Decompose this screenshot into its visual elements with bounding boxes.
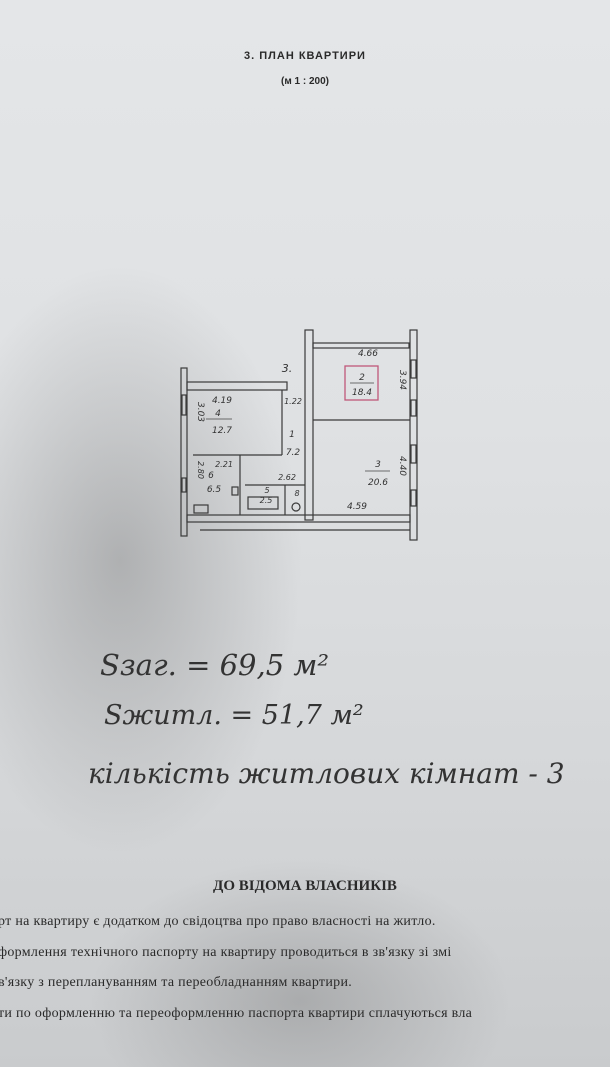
room4-length: 3.03 [195,402,205,422]
room6-area: 6.5 [207,485,222,495]
room6-width: 2.21 [215,460,233,469]
rooms-count: кількість житлових кімнат - 3 [88,757,565,790]
room5-number: 5 [264,486,269,495]
room2-area: 18.4 [352,388,372,398]
notice-title: ДО ВІДОМА ВЛАСНИКІВ [213,878,397,894]
room2-number: 2 [359,373,365,383]
room1-width: 1.22 [284,397,302,406]
room2-width: 4.66 [358,349,378,359]
room1-area: 7.2 [286,448,301,458]
label-3: 3. [282,362,293,375]
notice-line: в'язку з переплануванням та переобладнан… [0,975,353,990]
room6-number: 6 [208,471,214,481]
room6-length: 2.80 [196,461,205,479]
walls [180,329,418,541]
room3-number: 3 [375,460,381,470]
total-area: Sзаг. = 69,5 м² [100,648,330,682]
living-area: Sжитл. = 51,7 м² [104,700,364,731]
notice-line: рт на квартиру є додатком до свідоцтва п… [0,914,436,929]
room1-number: 1 [289,430,295,440]
room3-width: 4.59 [347,502,367,512]
room4-area: 12.7 [212,426,232,436]
room2-length: 3.94 [397,370,407,390]
notice-line: формлення технічного паспорту на квартир… [0,945,452,960]
room3-area: 20.6 [368,478,388,488]
plan-title: 3. ПЛАН КВАРТИРИ [244,50,366,62]
plan-scale: (м 1 : 200) [281,76,329,87]
room4-number: 4 [215,409,221,419]
notice-line: ти по оформленню та переоформленню паспо… [0,1006,473,1021]
room4-width: 4.19 [212,396,232,406]
room5-width: 2.62 [278,473,296,482]
room2-highlight-box [344,365,379,401]
room3-length: 4.40 [397,456,407,476]
room8-number: 8 [294,489,299,498]
room5-area: 2.5 [260,496,273,505]
